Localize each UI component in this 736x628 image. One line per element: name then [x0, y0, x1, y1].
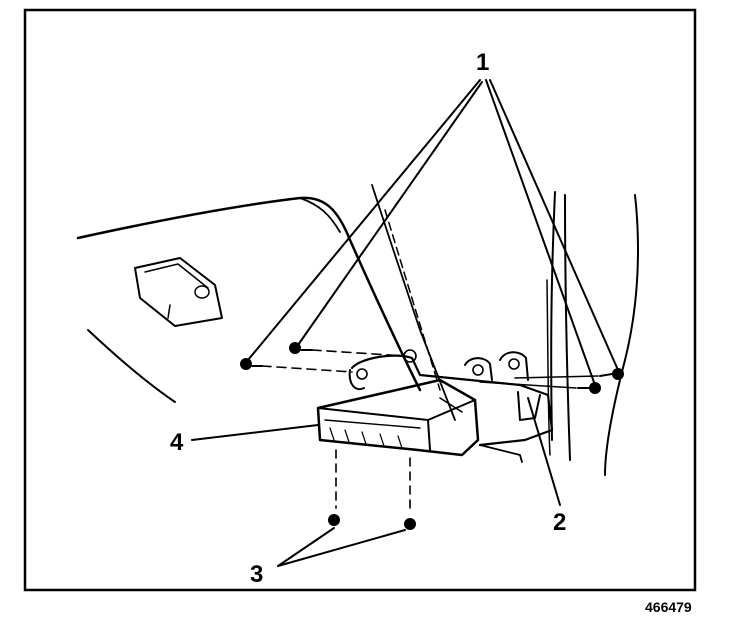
guide-line [384, 209, 441, 391]
callout-1: 1 [476, 49, 489, 76]
mounting-bracket [348, 349, 554, 463]
bolt [289, 342, 406, 357]
nut [404, 457, 416, 530]
control-module [316, 378, 480, 457]
bolt [240, 358, 353, 373]
bolt [514, 368, 624, 380]
guide-line [371, 184, 456, 421]
figure-id: 466479 [645, 599, 692, 615]
nut [328, 449, 340, 526]
body-pillar [546, 191, 639, 476]
callout-3: 3 [250, 561, 263, 588]
leader-lines [191, 79, 619, 567]
callout-2: 2 [553, 509, 566, 536]
bolt [479, 381, 601, 394]
instrument-panel [76, 196, 422, 403]
callout-4: 4 [170, 429, 184, 456]
panel-opening [134, 257, 223, 327]
figure-frame [23, 8, 697, 592]
